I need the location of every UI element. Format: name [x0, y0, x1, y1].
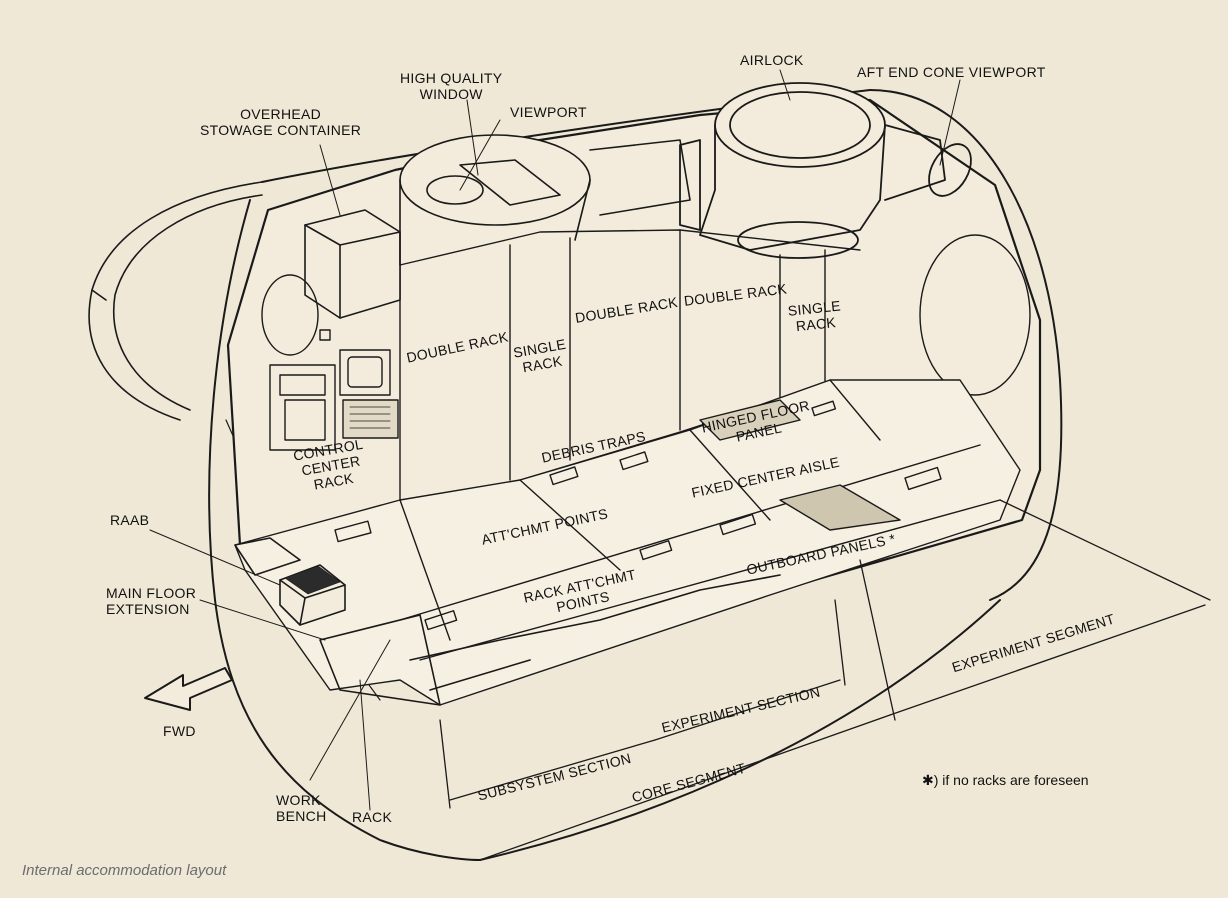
- floor-panels: [234, 379, 1021, 706]
- dimension-lines: [439, 499, 1211, 861]
- overhead-stowage-container: [304, 209, 401, 319]
- label-high-quality-window: HIGH QUALITY WINDOW: [400, 70, 503, 103]
- leader-lines: [149, 69, 961, 811]
- label-airlock: AIRLOCK: [740, 52, 804, 68]
- label-main-floor-extension: MAIN FLOOR EXTENSION: [106, 585, 197, 618]
- label-aft-end-cone-viewport: AFT END CONE VIEWPORT: [857, 64, 1046, 80]
- forward-end-cone: [88, 181, 263, 421]
- control-center-console: [261, 274, 399, 451]
- work-bench-base: [319, 574, 781, 706]
- label-overhead-stowage-container: OVERHEAD STOWAGE CONTAINER: [200, 106, 362, 139]
- figure-caption: Internal accommodation layout: [22, 862, 227, 879]
- label-raab: RAAB: [110, 512, 150, 528]
- label-fwd: FWD: [163, 723, 196, 739]
- footnote: ✱) if no racks are foreseen: [922, 772, 1089, 788]
- airlock: [679, 82, 972, 259]
- raab-box: [234, 537, 346, 626]
- label-viewport: VIEWPORT: [510, 104, 587, 120]
- label-work-bench: WORK BENCH: [276, 792, 327, 825]
- label-single-rack-2: SINGLE RACK: [787, 297, 842, 335]
- fwd-arrow: [144, 667, 233, 711]
- label-rack: RACK: [352, 809, 393, 825]
- window-blister: [399, 134, 691, 266]
